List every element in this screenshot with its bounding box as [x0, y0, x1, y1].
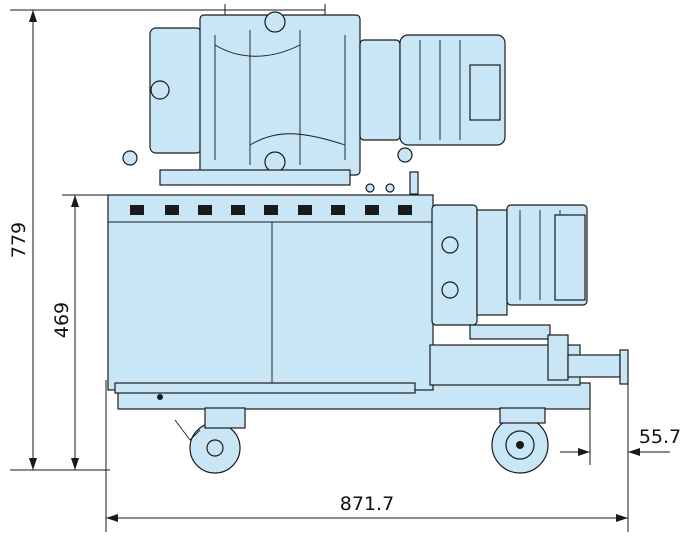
dimension-lines — [10, 4, 670, 532]
dim-total-length: 871.7 — [340, 493, 394, 515]
fittings — [122, 147, 419, 195]
dim-base-height: 469 — [51, 302, 73, 338]
upper-blower — [149, 11, 506, 186]
lower-pump — [431, 204, 588, 326]
vent-row — [130, 205, 412, 215]
caster-wheels — [174, 407, 549, 474]
outlet-pipe — [469, 324, 629, 385]
dim-flange-offset: 55.7 — [639, 426, 681, 448]
dim-total-height: 779 — [8, 222, 30, 258]
